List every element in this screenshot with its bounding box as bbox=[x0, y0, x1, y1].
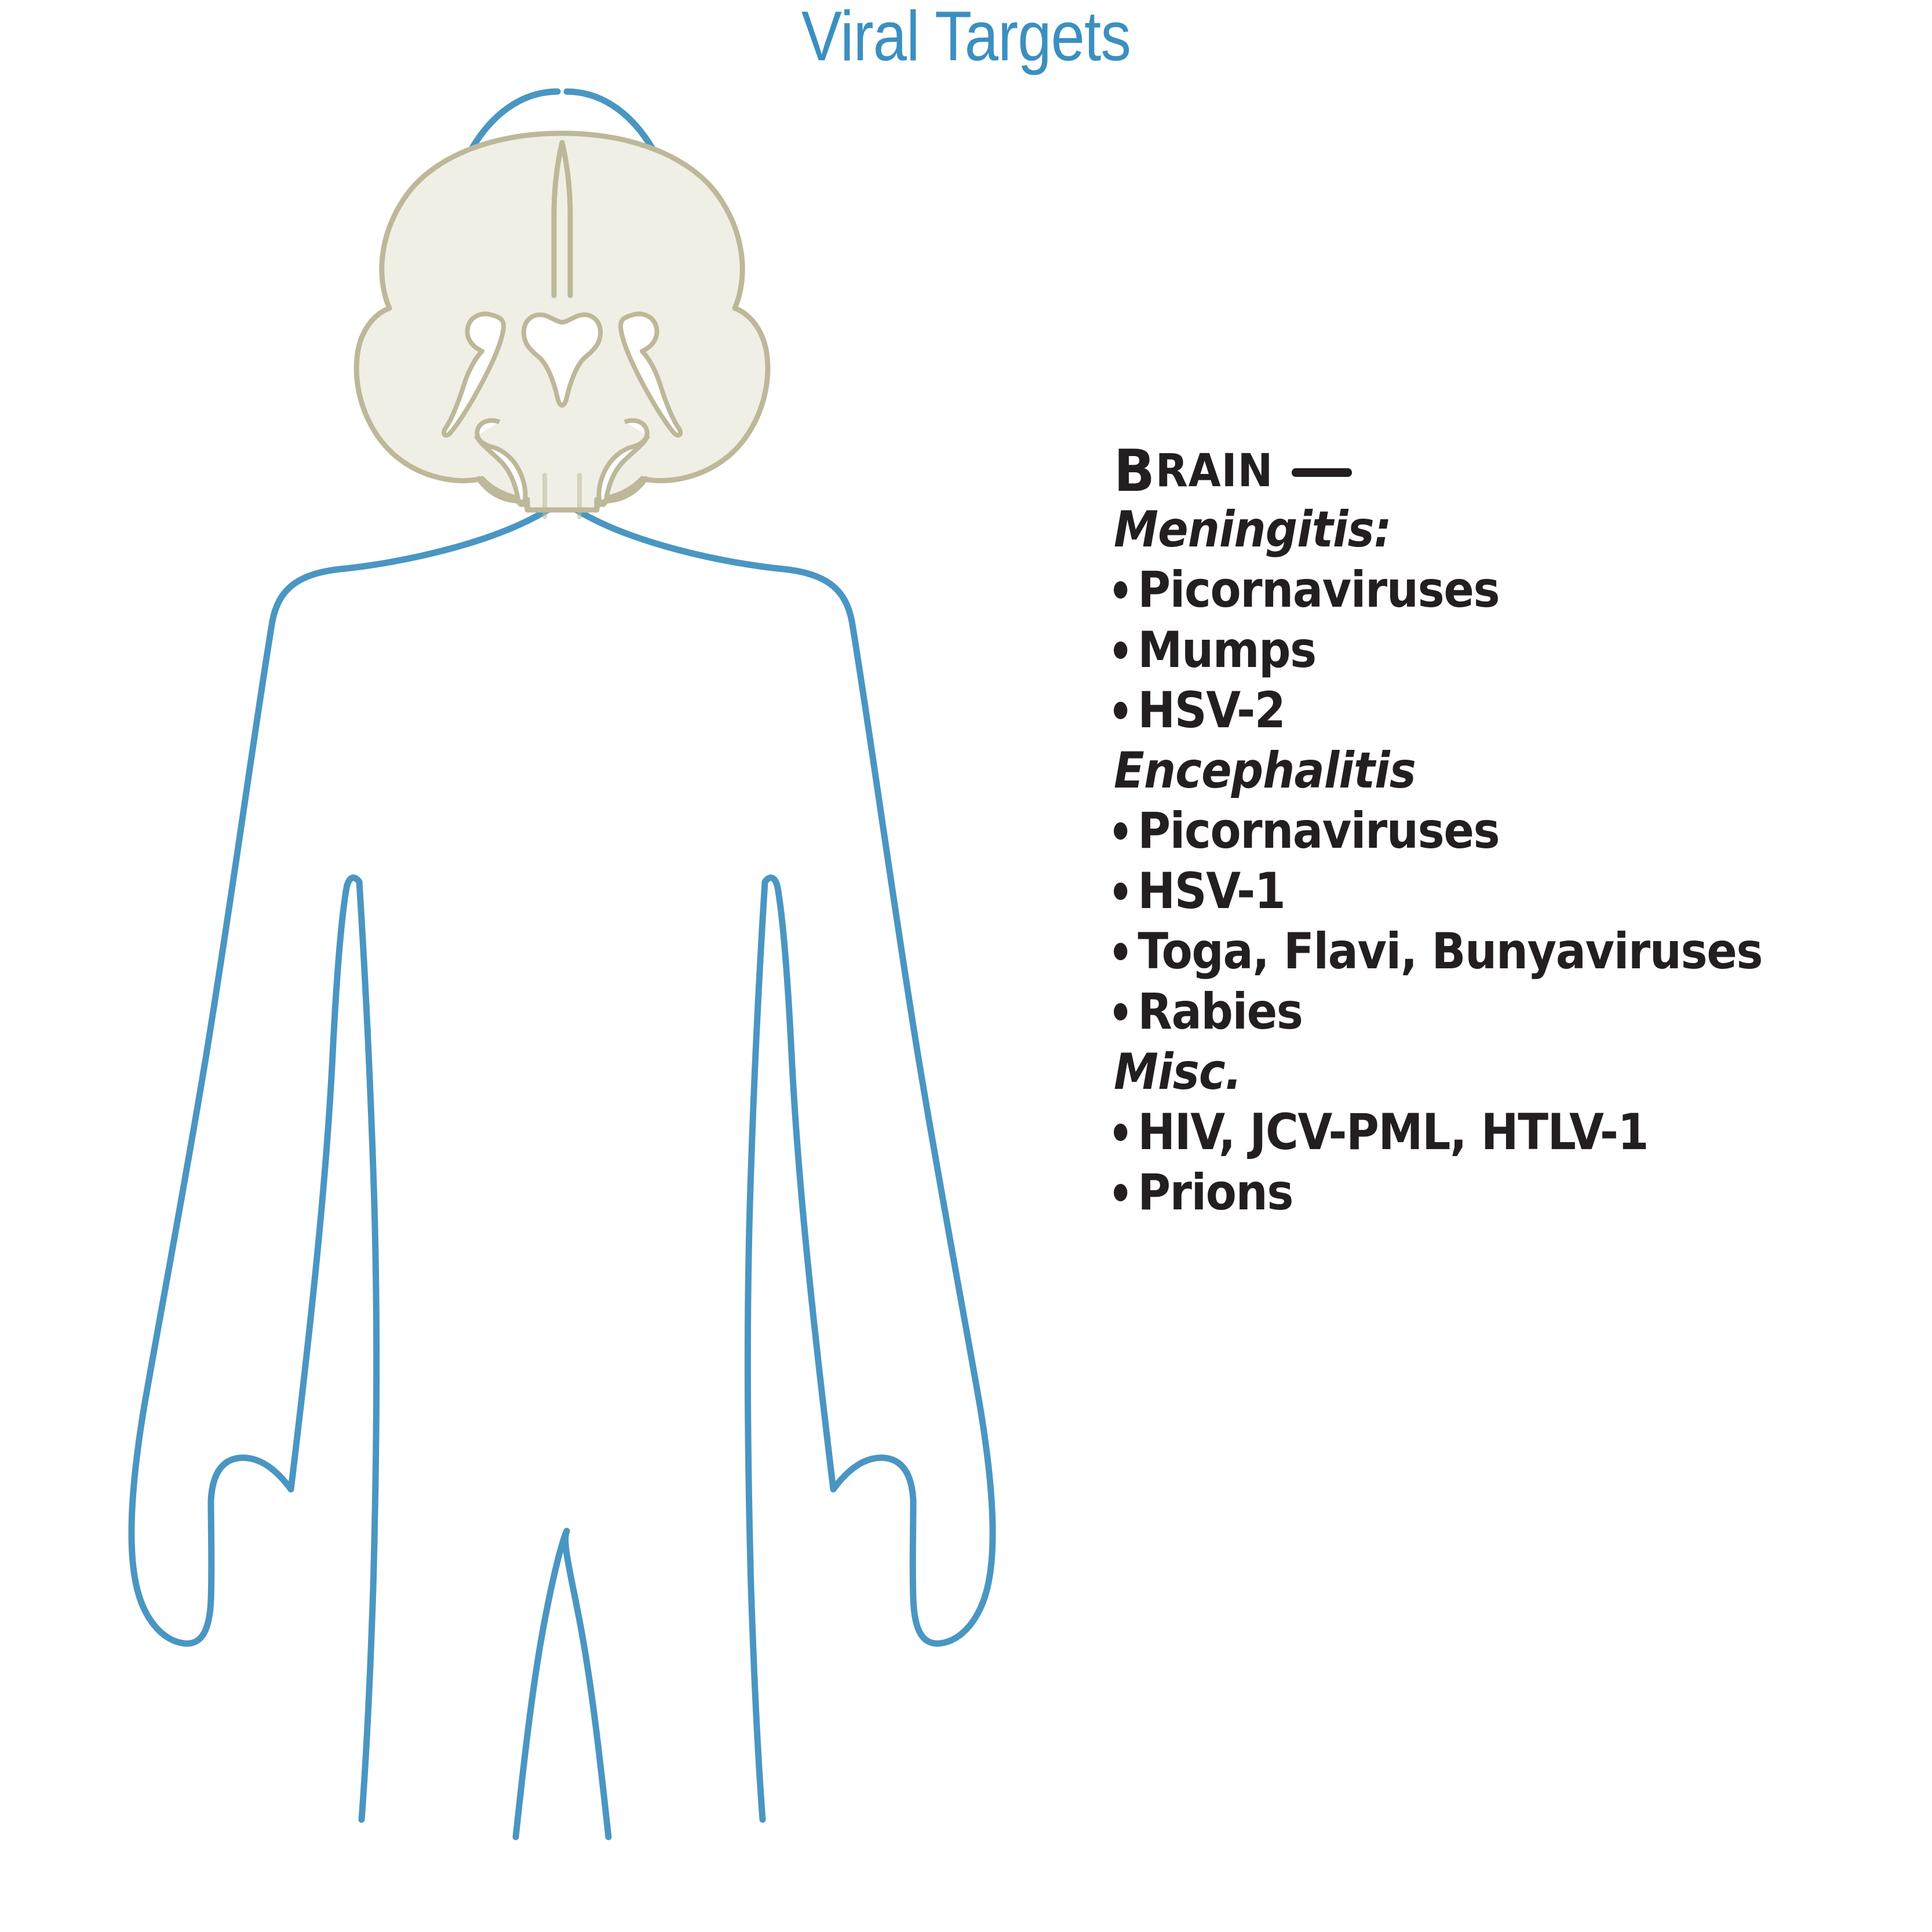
bullet-dot-icon bbox=[1114, 943, 1128, 960]
right-torso-hip-leg bbox=[744, 878, 768, 1823]
list-item: Picornaviruses bbox=[1114, 561, 1813, 619]
list-item-label: Picornaviruses bbox=[1138, 561, 1500, 619]
page-title: Viral Targets bbox=[801, 0, 1131, 75]
brain-right-lateral-ventricle bbox=[618, 311, 683, 438]
list-item-label: Toga, Flavi, Bunyaviruses bbox=[1138, 923, 1763, 980]
list-item: Mumps bbox=[1114, 621, 1813, 679]
brain-right-temporal-horn bbox=[596, 418, 650, 507]
left-thumb bbox=[207, 1455, 294, 1504]
left-shoulder-trapezius bbox=[269, 506, 551, 625]
list-item-label: Rabies bbox=[1138, 983, 1303, 1041]
brain-third-ventricle bbox=[521, 312, 603, 408]
right-inner-arm bbox=[761, 874, 837, 1493]
left-outer-arm bbox=[128, 618, 276, 1647]
left-inner-arm bbox=[287, 874, 363, 1493]
right-inner-leg bbox=[562, 1528, 612, 1840]
brain-left-lateral-ventricle bbox=[441, 311, 506, 438]
list-item: Toga, Flavi, Bunyaviruses bbox=[1114, 923, 1813, 980]
brain-coronal-section bbox=[353, 130, 771, 519]
list-item: Rabies bbox=[1114, 983, 1813, 1041]
list-item-label: Picornaviruses bbox=[1138, 802, 1500, 860]
right-shoulder-trapezius bbox=[573, 506, 855, 625]
body-outline-group bbox=[128, 88, 996, 1840]
brain-header-first-letter: B bbox=[1114, 437, 1155, 505]
list-item-label: HIV, JCV-PML, HTLV-1 bbox=[1138, 1103, 1649, 1161]
list-item: HIV, JCV-PML, HTLV-1 bbox=[1114, 1103, 1813, 1161]
bullet-dot-icon bbox=[1114, 581, 1128, 599]
em-dash-icon bbox=[1291, 468, 1353, 477]
list-item-label: Prions bbox=[1138, 1164, 1293, 1222]
list-item: HSV-1 bbox=[1114, 862, 1813, 920]
bullet-dot-icon bbox=[1114, 1184, 1128, 1201]
right-thumb bbox=[830, 1455, 917, 1504]
brain-left-temporal-horn bbox=[474, 418, 528, 507]
brain-left-temporal-lobe-contour bbox=[476, 476, 531, 513]
brain-header-rest: RAIN bbox=[1155, 444, 1274, 497]
left-inner-leg bbox=[512, 1528, 570, 1840]
list-item: Picornaviruses bbox=[1114, 802, 1813, 860]
subheader-meningitis: Meningitis: bbox=[1114, 501, 1392, 559]
bullet-dot-icon bbox=[1114, 702, 1128, 719]
left-torso-hip-leg bbox=[356, 878, 380, 1823]
list-item: HSV-2 bbox=[1114, 681, 1813, 739]
brain-right-temporal-lobe-contour bbox=[593, 476, 648, 513]
right-outer-arm bbox=[848, 618, 996, 1647]
brain-hypothalamus-stalk bbox=[542, 473, 582, 519]
subheader-misc: Misc. bbox=[1114, 1043, 1242, 1101]
subheader-encephalitis: Encephalitis bbox=[1114, 742, 1416, 800]
list-item-label: HSV-1 bbox=[1138, 862, 1285, 920]
bullet-dot-icon bbox=[1114, 883, 1128, 900]
list-item: Prions bbox=[1114, 1164, 1813, 1222]
bullet-dot-icon bbox=[1114, 1003, 1128, 1020]
bullet-dot-icon bbox=[1114, 822, 1128, 840]
bullet-dot-icon bbox=[1114, 1124, 1128, 1141]
brain-longitudinal-fissure bbox=[551, 140, 573, 298]
human-body-diagram bbox=[87, 70, 1037, 1860]
bullet-dot-icon bbox=[1114, 641, 1128, 659]
list-item-label: Mumps bbox=[1138, 621, 1317, 679]
list-item-label: HSV-2 bbox=[1138, 681, 1285, 739]
